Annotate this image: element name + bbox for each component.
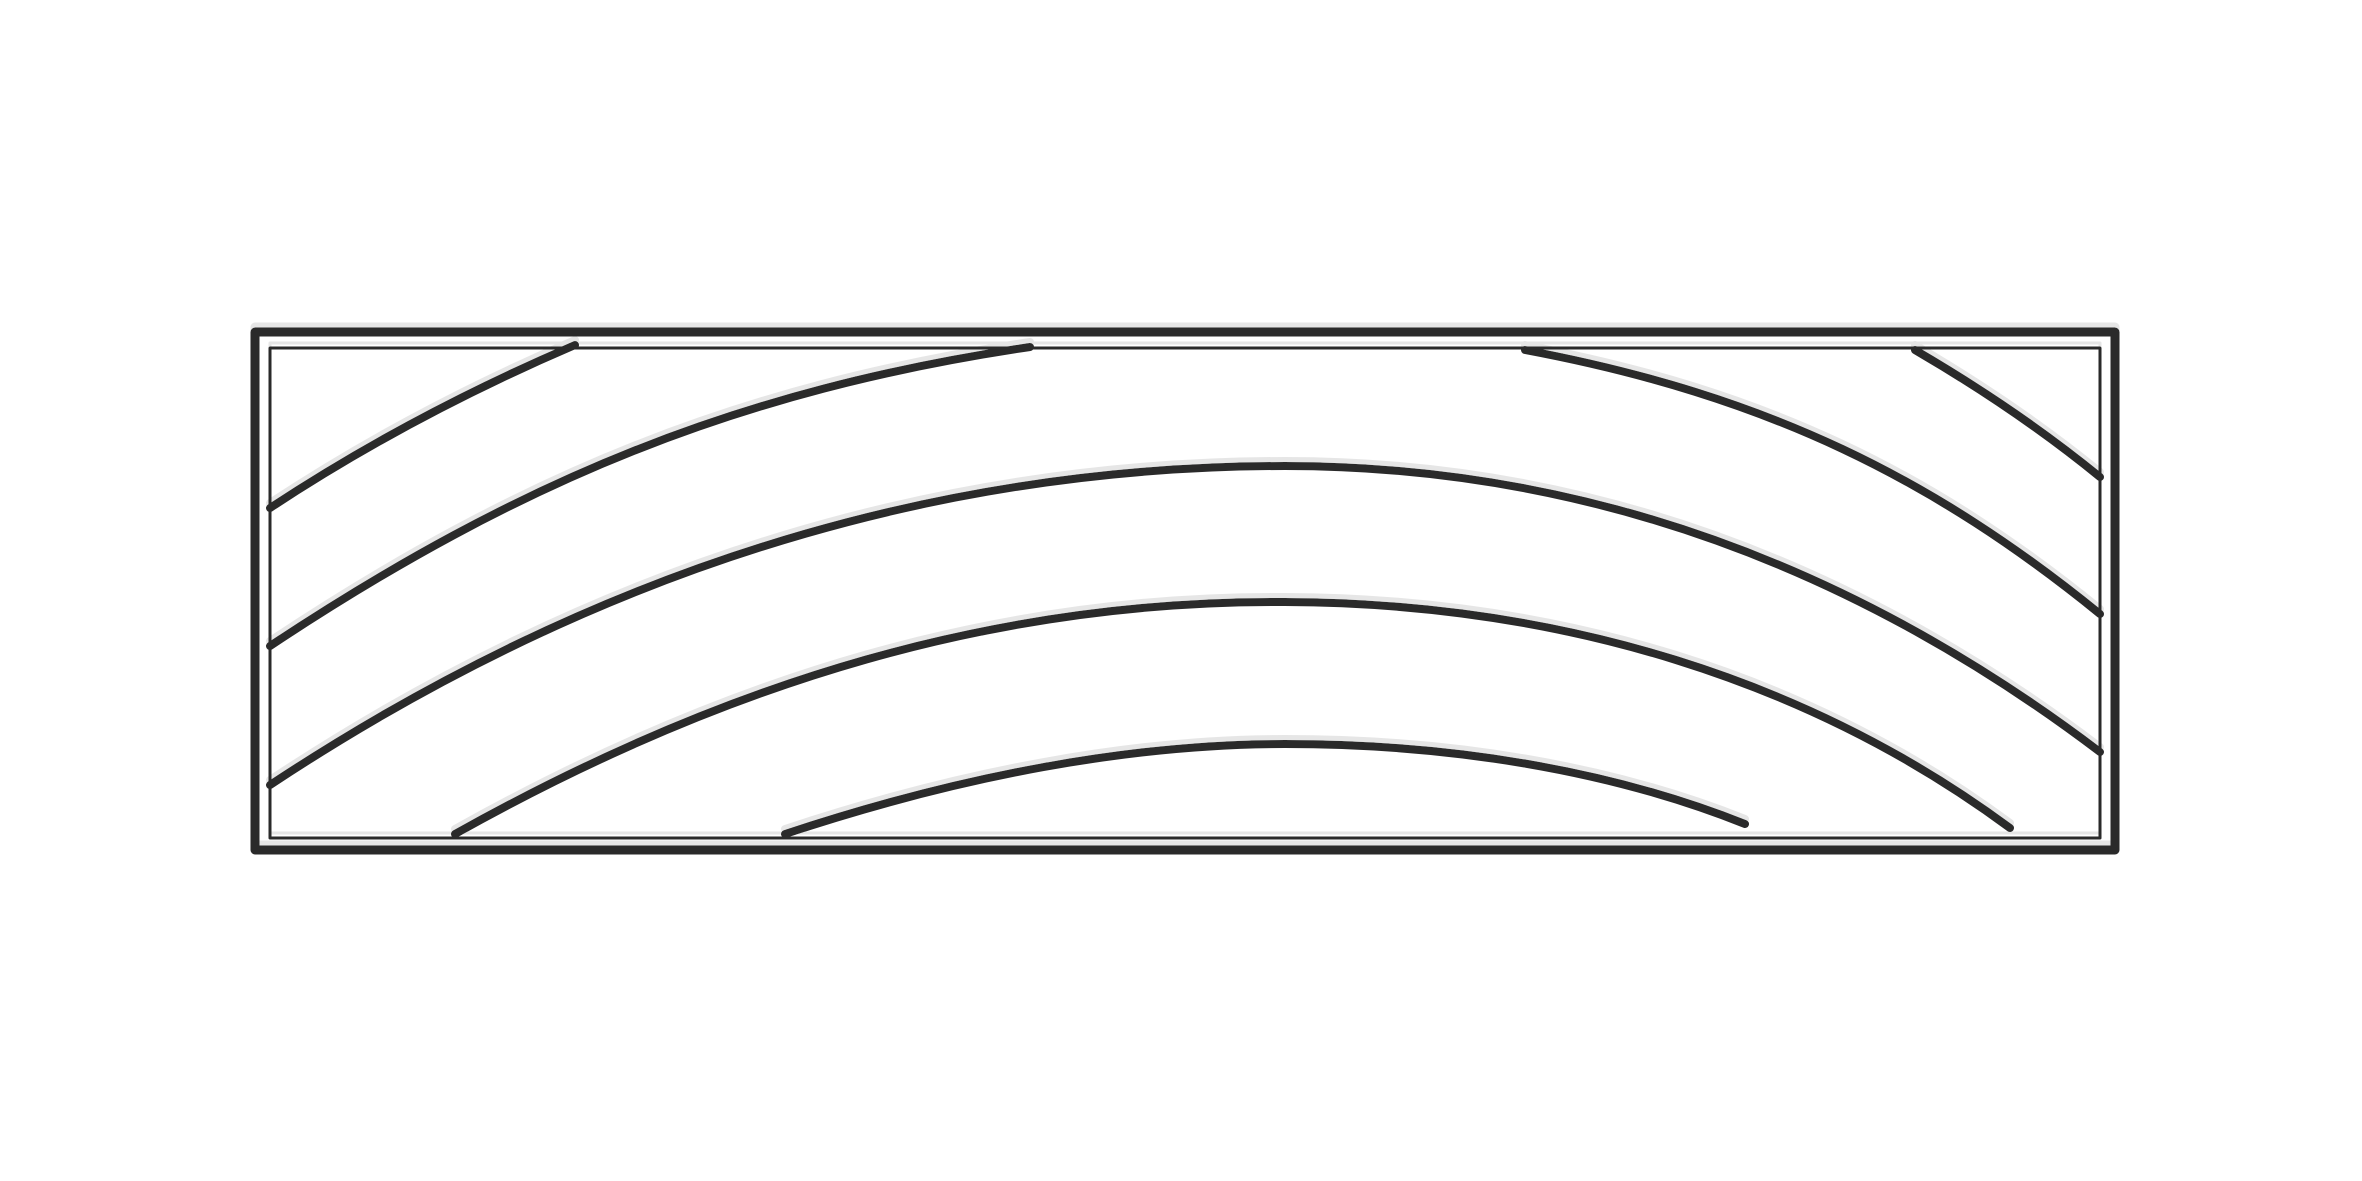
grain-line-7 — [1911, 346, 2104, 481]
grain-line-1 — [266, 341, 579, 512]
grain-line-5 — [781, 740, 1749, 838]
grain-line-6 — [1521, 346, 2104, 618]
grain-line-3 — [266, 462, 2104, 789]
plank-frame — [250, 327, 2120, 855]
grain-line-4 — [451, 597, 2014, 838]
plank-inner-frame — [268, 346, 2102, 840]
grain-line-2 — [266, 343, 1034, 650]
